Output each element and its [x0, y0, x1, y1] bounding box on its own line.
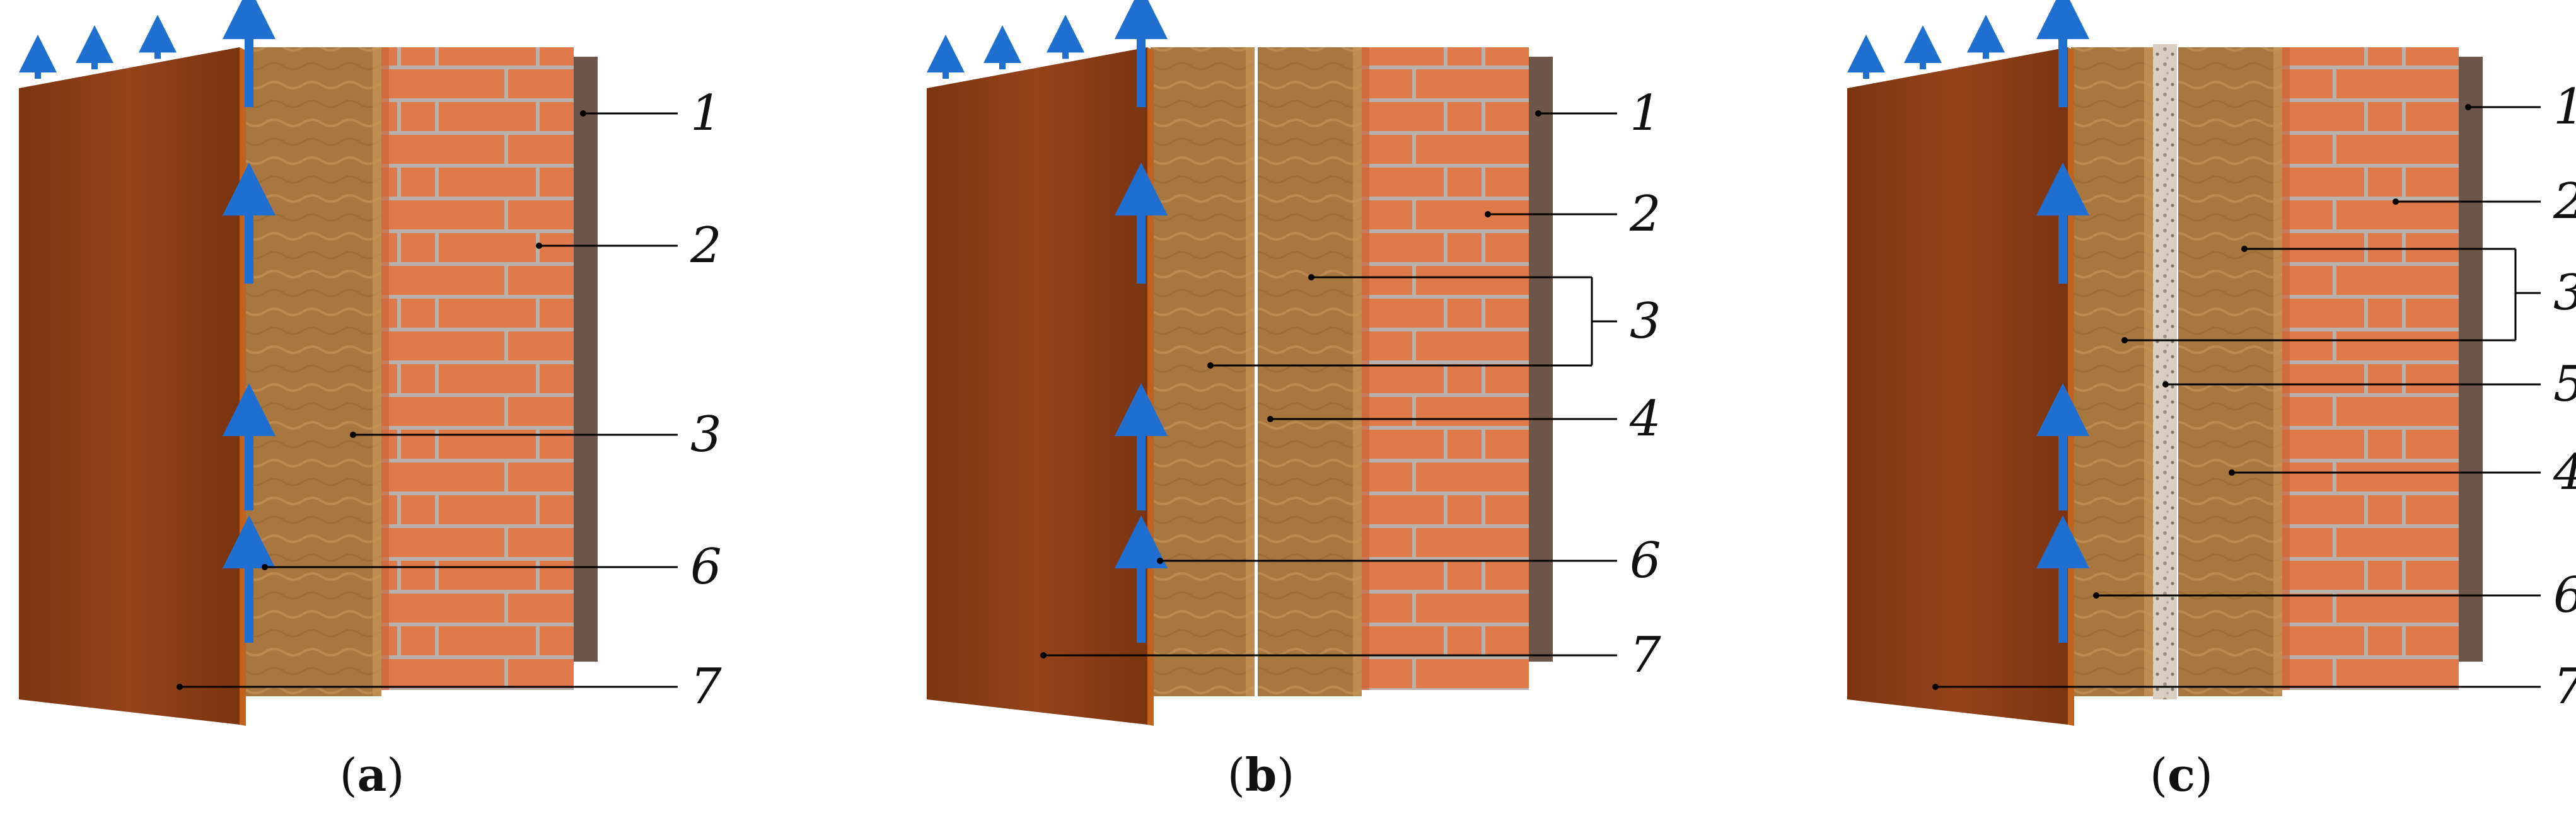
plaster-layer — [574, 57, 598, 662]
membrane-layer — [2153, 44, 2177, 699]
caption-open-paren: ( — [2150, 749, 2167, 802]
caption-close-paren: ) — [1277, 749, 1294, 802]
layer-number-label: 6 — [2553, 567, 2576, 624]
layer-number-label: 2 — [1629, 186, 1661, 243]
panel-caption: (c) — [2150, 748, 2213, 802]
layer-number-label: 2 — [2553, 173, 2576, 230]
insulation-layer-1 — [1151, 47, 1255, 696]
cladding-panel — [927, 47, 1147, 725]
cladding-panel-edge — [2068, 47, 2074, 726]
layer-number-label: 5 — [2553, 356, 2576, 413]
brick-wall — [2282, 47, 2459, 690]
brick-wall — [381, 47, 574, 690]
brick-wall-edge — [1362, 47, 1369, 690]
layer-number-label: 7 — [690, 658, 722, 715]
panel-a: 1 2 3 6 7 (a) — [18, 0, 722, 802]
caption-open-paren: ( — [1227, 749, 1245, 802]
plaster-layer — [2459, 57, 2483, 662]
caption-letter: a — [357, 748, 387, 802]
layer-number-label: 1 — [2553, 79, 2576, 135]
plaster-layer — [1529, 57, 1553, 662]
panel-b: 1 2 3 4 6 7 (b) — [927, 0, 1661, 802]
layer-number-label: 3 — [2553, 265, 2576, 321]
caption-open-paren: ( — [340, 749, 357, 802]
layer-number-label: 1 — [1630, 85, 1661, 142]
brick-wall — [1362, 47, 1529, 690]
insulation-layer-1 — [246, 47, 381, 696]
layer-number-label: 7 — [1630, 627, 1661, 684]
insulation-layer-1 — [2071, 47, 2153, 696]
insulation-edge-2 — [2273, 47, 2282, 696]
layer-number-label: 6 — [1630, 532, 1661, 589]
panel-caption: (a) — [340, 748, 405, 802]
caption-close-paren: ) — [2195, 749, 2213, 802]
panel-caption: (b) — [1227, 748, 1295, 802]
layer-number-label: 3 — [690, 406, 722, 463]
layer-number-label: 1 — [690, 85, 722, 142]
insulation-edge-1 — [2144, 47, 2153, 696]
cladding-panel-edge — [1147, 47, 1154, 726]
layer-number-label: 7 — [2553, 658, 2576, 715]
panel-c: 1 2 3 5 4 6 7 (c) — [1847, 0, 2576, 802]
layer-number-label: 4 — [2553, 444, 2576, 501]
caption-letter: c — [2167, 748, 2195, 802]
insulation-edge-1 — [1246, 47, 1255, 696]
layer-number-label: 6 — [690, 539, 722, 595]
layer-number-label: 3 — [1630, 293, 1661, 350]
brick-wall-edge — [2282, 47, 2290, 690]
insulation-edge-2 — [1353, 47, 1362, 696]
cladding-panel — [1847, 47, 2068, 725]
insulation-edge-1 — [373, 47, 381, 696]
insulation-layer-2 — [2178, 47, 2282, 696]
layer-number-label: 2 — [690, 217, 722, 274]
caption-letter: b — [1245, 748, 1277, 802]
insulation-layer-2 — [1258, 47, 1362, 696]
brick-wall-edge — [381, 47, 389, 690]
caption-close-paren: ) — [386, 749, 404, 802]
cladding-panel — [19, 47, 240, 725]
layer-number-label: 4 — [1629, 391, 1661, 447]
